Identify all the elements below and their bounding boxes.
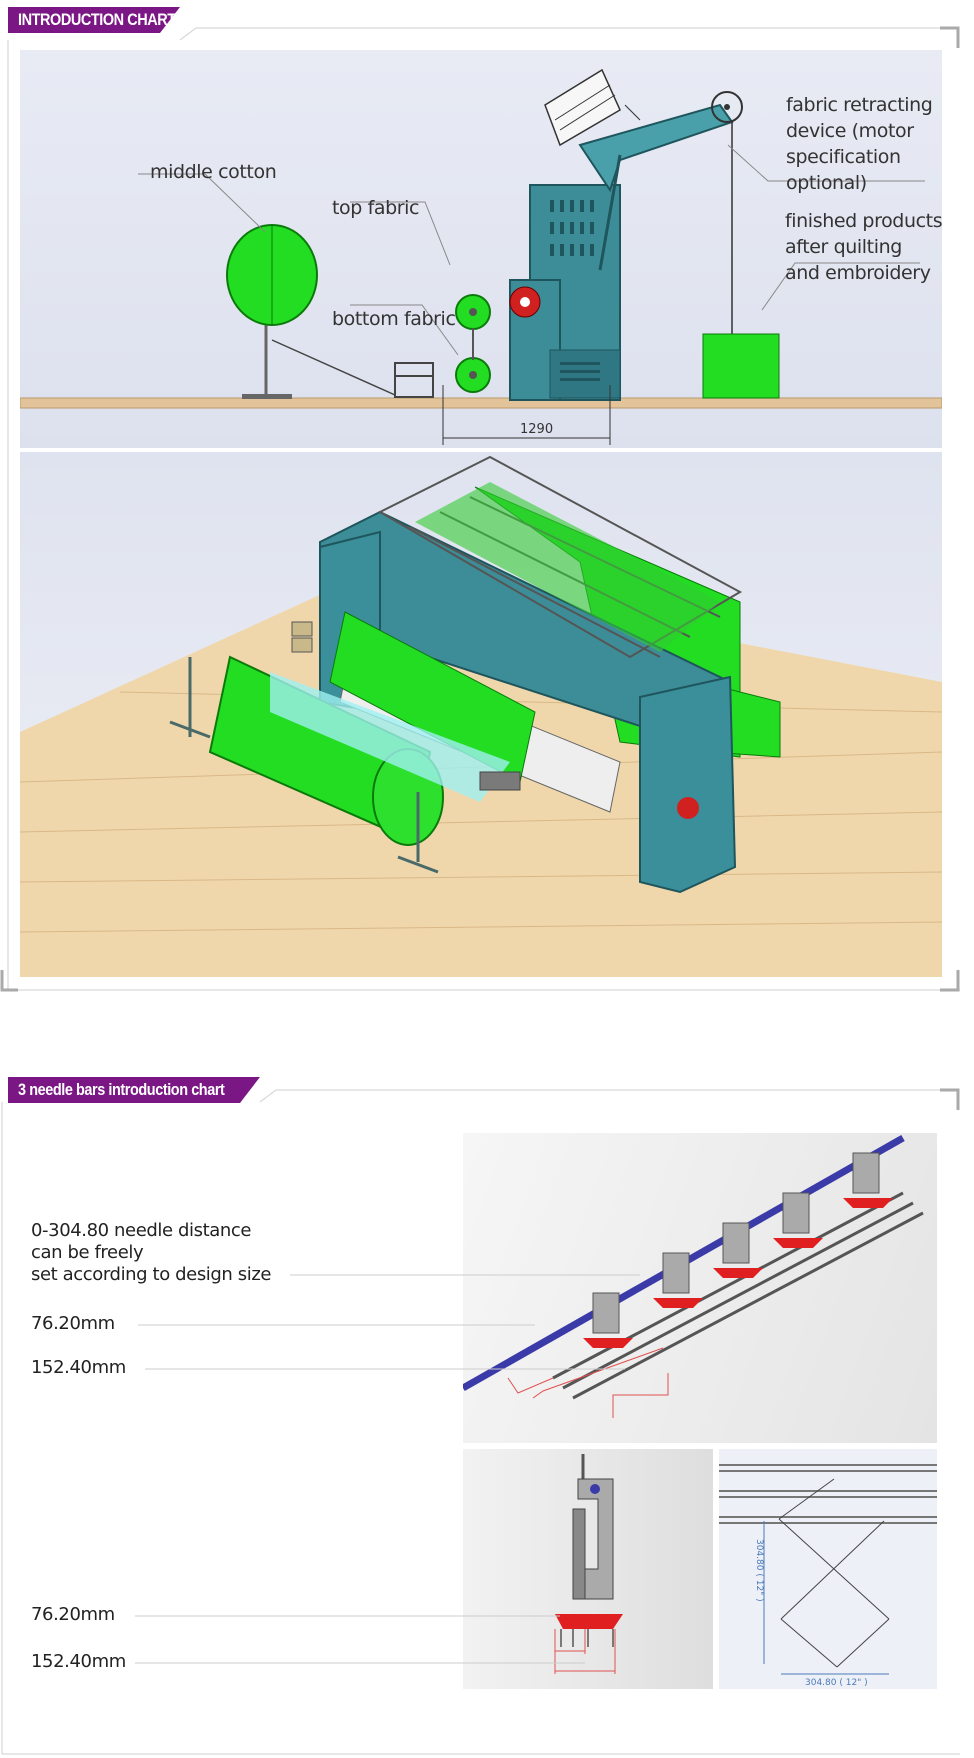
needle-side-drawing — [554, 1454, 623, 1674]
needle-heads — [583, 1152, 893, 1348]
banner-background — [8, 1077, 260, 1103]
banner-background — [8, 7, 180, 33]
section-2-frame — [1, 1088, 960, 1755]
isometric-view-diagram — [20, 452, 942, 977]
side-view-diagram: 1290 — [20, 50, 942, 448]
quilting-pattern-drawing: 304.80 ( 12" ) 304.80 ( 12" ) — [719, 1464, 937, 1688]
section-1-title: INTRODUCTION CHART — [18, 10, 176, 29]
section-1-frame — [0, 26, 960, 992]
finished-products-box — [702, 333, 780, 399]
label-needle-distance: 0-304.80 needle distance can be freely s… — [31, 1220, 272, 1285]
label-dim-76-bottom: 76.20mm — [31, 1604, 115, 1625]
section-2-banner: 3 needle bars introduction chart — [8, 1077, 260, 1105]
label-fabric-retracting: fabric retracting device (motor specific… — [786, 94, 933, 194]
needle-bars-isometric — [463, 1133, 937, 1443]
label-dim-152-top: 152.40mm — [31, 1357, 126, 1378]
label-top-fabric: top fabric — [332, 197, 420, 219]
middle-cotton-roll — [226, 224, 396, 399]
pattern-vertical-dim: 304.80 ( 12" ) — [754, 1539, 764, 1602]
label-middle-cotton: middle cotton — [150, 161, 277, 183]
dimension-1290: 1290 — [520, 422, 553, 437]
side-view-drawing: 1290 — [20, 68, 942, 445]
pattern-horizontal-dim: 304.80 ( 12" ) — [805, 1678, 868, 1688]
needle-bars-drawing — [463, 1134, 924, 1418]
label-dim-76-top: 76.20mm — [31, 1313, 115, 1334]
isometric-drawing — [20, 455, 942, 977]
label-dim-152-bottom: 152.40mm — [31, 1651, 126, 1672]
fabric-rolls — [208, 611, 536, 846]
label-bottom-fabric: bottom fabric — [332, 308, 456, 330]
section-1-banner: INTRODUCTION CHART — [8, 7, 180, 35]
quilting-pattern-view: 304.80 ( 12" ) 304.80 ( 12" ) — [719, 1449, 937, 1689]
quilting-machine-side — [455, 68, 743, 401]
needle-side-view — [463, 1449, 713, 1689]
section-2-title: 3 needle bars introduction chart — [18, 1080, 225, 1099]
fabric-stand — [394, 362, 434, 398]
label-finished-products: finished products after quilting and emb… — [785, 210, 943, 284]
